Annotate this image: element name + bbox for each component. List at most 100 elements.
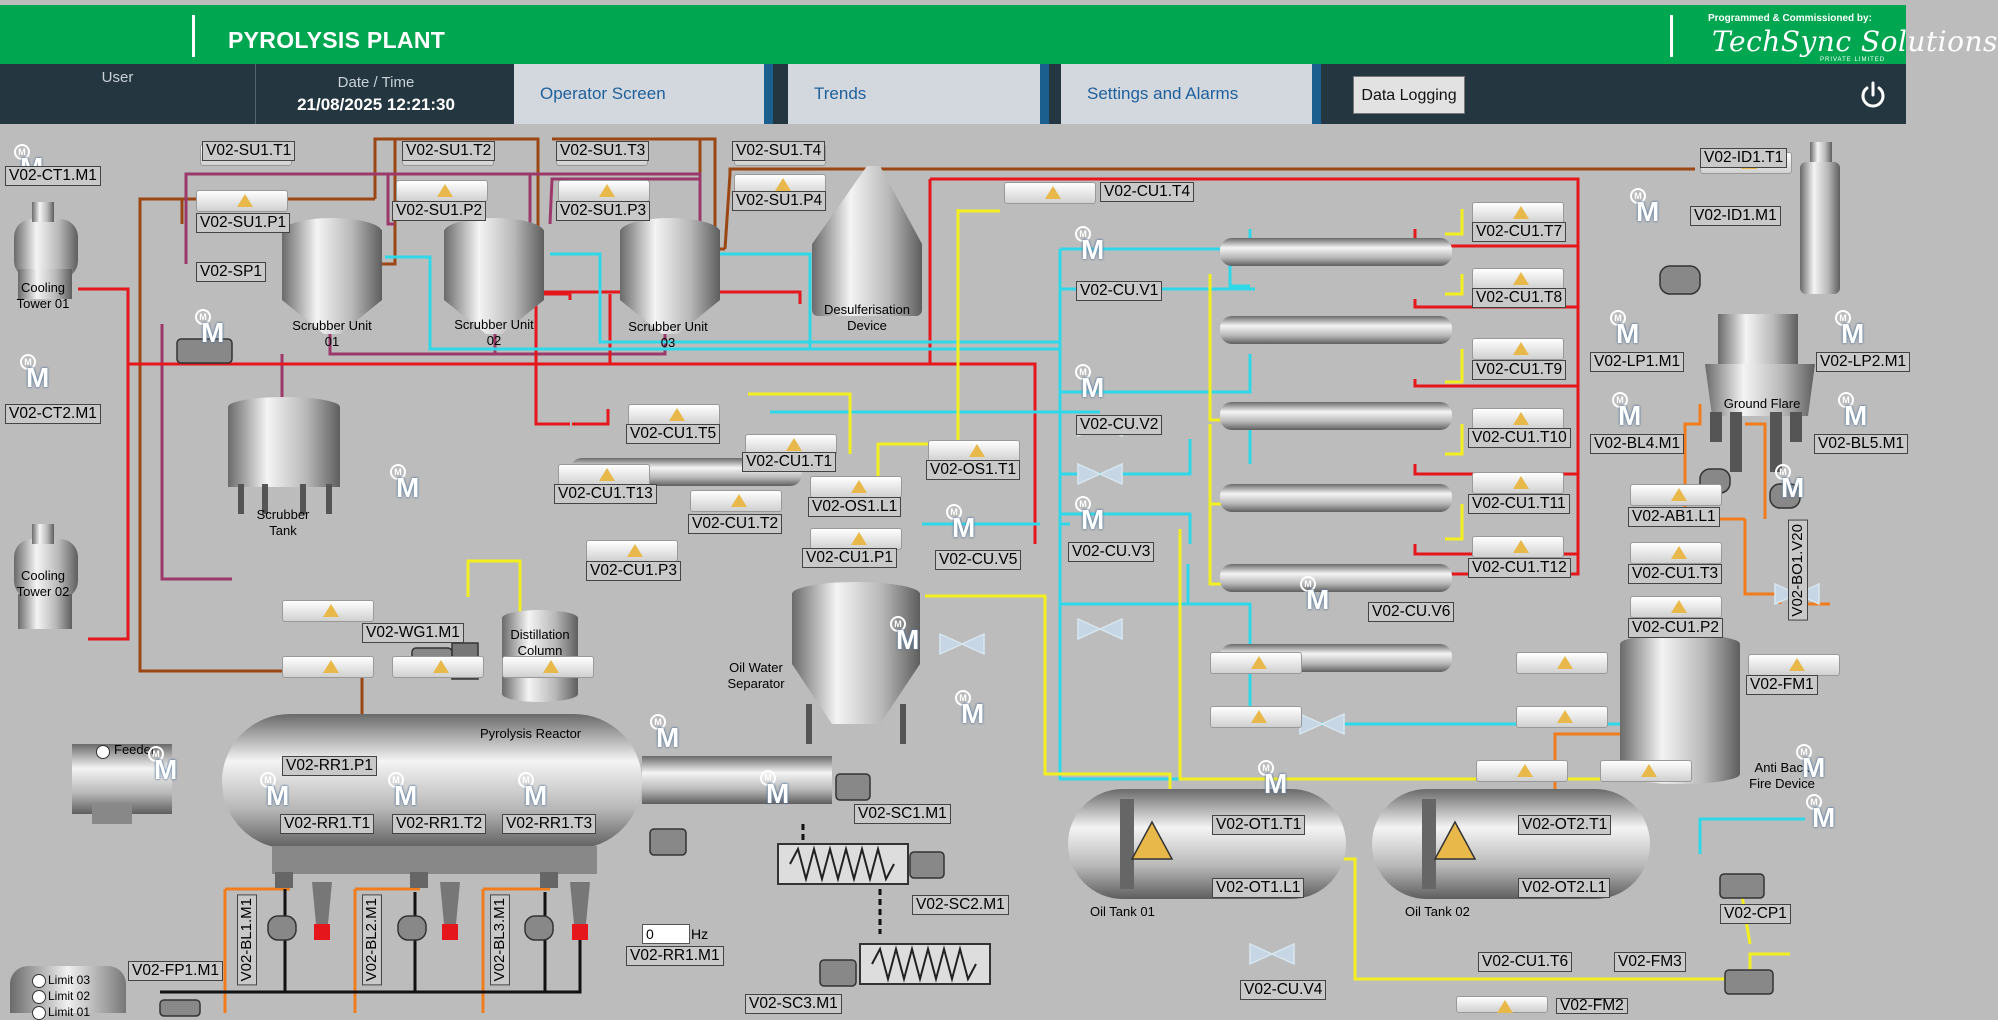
warning-icon — [1557, 656, 1573, 669]
cu1-t6-display[interactable] — [1476, 760, 1568, 782]
su1-p3-display[interactable] — [558, 180, 650, 202]
data-logging-button[interactable]: Data Logging — [1353, 76, 1465, 114]
warning-icon — [1513, 412, 1529, 425]
warning-icon — [1251, 710, 1267, 723]
tag-sc1-m1: V02-SC1.M1 — [854, 804, 951, 824]
power-icon[interactable] — [1858, 80, 1888, 110]
warning-icon — [323, 660, 339, 673]
cu1-t1-display[interactable] — [745, 434, 837, 456]
ot1-l1-display[interactable] — [1210, 706, 1302, 728]
tab-settings-alarms[interactable]: Settings and Alarms — [1061, 64, 1321, 124]
cu1-p3-display[interactable] — [586, 540, 678, 562]
tag-cu1-t13: V02-CU1.T13 — [554, 484, 657, 504]
ot2-l1-display[interactable] — [1516, 706, 1608, 728]
warning-icon — [1513, 272, 1529, 285]
tag-rr1-p1: V02-RR1.P1 — [282, 756, 378, 776]
ab1-l1-display[interactable] — [1630, 484, 1722, 506]
tag-bl4-m1: V02-BL4.M1 — [1590, 434, 1685, 454]
cu1-t5-display[interactable] — [628, 404, 720, 426]
rr1-p1-display[interactable] — [282, 600, 374, 622]
warning-icon — [1671, 546, 1687, 559]
ot1-t1-display[interactable] — [1210, 652, 1302, 674]
su1-p1-display[interactable] — [196, 190, 288, 212]
warning-icon — [1497, 1000, 1513, 1013]
rr1-speed-display[interactable]: 0 Hz — [642, 924, 708, 944]
warning-icon — [851, 532, 867, 545]
brown-pipes — [138, 137, 1695, 714]
purple-pipes — [160, 172, 702, 581]
rr1-t3-display[interactable] — [502, 656, 594, 678]
cu1-t4-display[interactable] — [1004, 182, 1096, 204]
tag-lp2-m1: V02-LP2.M1 — [1816, 352, 1911, 372]
cu1-t11-display[interactable] — [1472, 472, 1564, 494]
oil-water-separator-graphic — [792, 582, 920, 744]
cu1-p1-display[interactable] — [810, 528, 902, 550]
tag-os1-l1: V02-OS1.L1 — [808, 497, 902, 517]
warning-icon — [323, 604, 339, 617]
os1-t1-display[interactable] — [928, 440, 1020, 462]
cooling-tower-1-label: Cooling Tower 01 — [16, 280, 70, 311]
cu1-t12-display[interactable] — [1472, 536, 1564, 558]
limit-switch-panel: Limit 03 Limit 02 Limit 01 — [10, 966, 126, 1020]
cooling-tower-1-graphic — [14, 202, 78, 299]
cu1-t2-display[interactable] — [690, 490, 782, 512]
fm3-display[interactable] — [1600, 760, 1692, 782]
tag-ct1-m1: V02-CT1.M1 — [5, 166, 101, 186]
fm2-display[interactable] — [1456, 996, 1548, 1013]
warning-icon — [437, 184, 453, 197]
tab-trends[interactable]: Trends — [788, 64, 1049, 124]
fm1-display[interactable] — [1748, 654, 1840, 676]
su1-p2-display[interactable] — [396, 180, 488, 202]
tag-su1-p2: V02-SU1.P2 — [392, 201, 487, 221]
cu1-t9-display[interactable] — [1472, 338, 1564, 360]
cu1-t8-display[interactable] — [1472, 268, 1564, 290]
credit-separator — [1670, 15, 1673, 57]
rr1-t1-display[interactable] — [282, 656, 374, 678]
tag-cu-v3: V02-CU.V3 — [1068, 542, 1155, 562]
limit-01-indicator — [32, 1006, 46, 1020]
cu1-t10-display[interactable] — [1472, 408, 1564, 430]
rr1-t2-display[interactable] — [392, 656, 484, 678]
warning-icon — [433, 660, 449, 673]
tab-operator-screen[interactable]: Operator Screen — [514, 64, 773, 124]
cu1-t3-display[interactable] — [1630, 542, 1722, 564]
tag-cu1-t10: V02-CU1.T10 — [1468, 428, 1571, 448]
tag-fp1-m1: V02-FP1.M1 — [128, 961, 224, 981]
warning-icon — [1671, 488, 1687, 501]
tag-bl2-m1: V02-BL2.M1 — [362, 894, 382, 986]
tab-label: Settings and Alarms — [1087, 84, 1239, 103]
warning-icon — [731, 494, 747, 507]
os1-l1-display[interactable] — [810, 476, 902, 498]
condenser-bank-graphic — [570, 238, 1452, 672]
ot2-t1-display[interactable] — [1516, 652, 1608, 674]
tag-cu1-p2: V02-CU1.P2 — [1628, 618, 1724, 638]
cu1-p2-display[interactable] — [1630, 596, 1722, 618]
cu1-t13-display[interactable] — [558, 464, 650, 486]
cu1-t7-display[interactable] — [1472, 202, 1564, 224]
